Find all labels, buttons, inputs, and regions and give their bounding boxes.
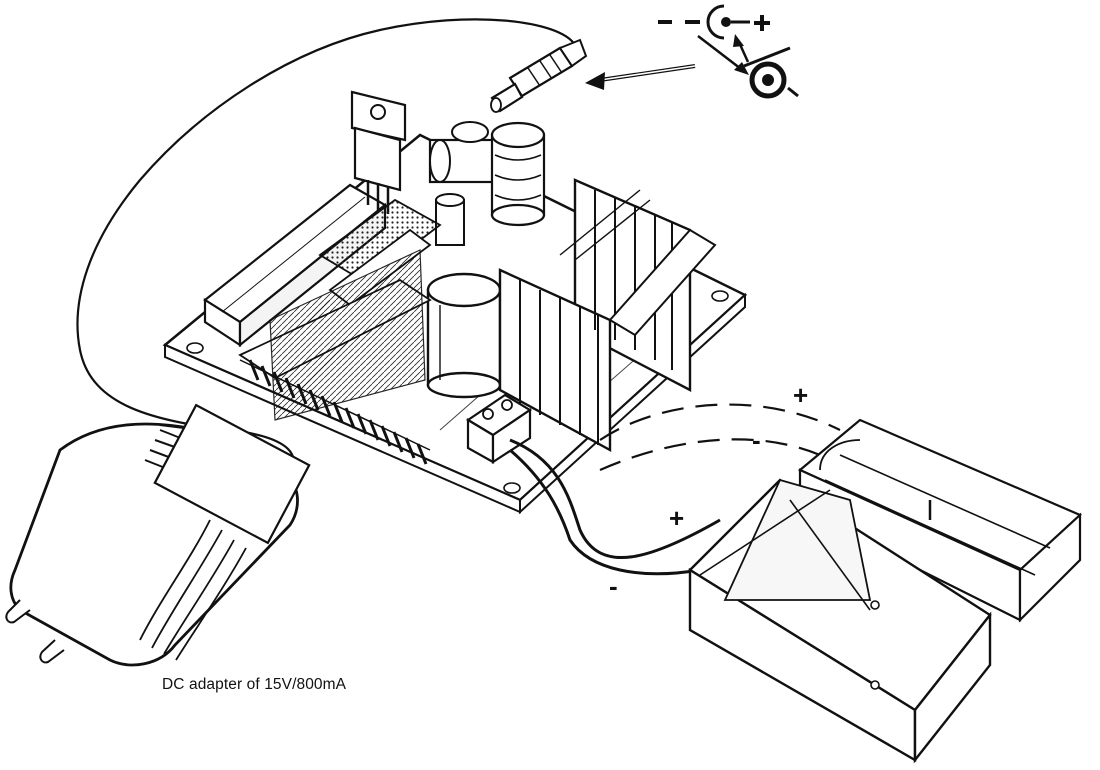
solid-lead-minus-label: - [609,571,618,601]
capacitor-small [435,193,465,246]
capacitor-top [490,121,546,227]
dashed-lead-minus-label: - [752,425,761,455]
screw-terminal [465,393,533,465]
polarity-symbol [658,4,799,99]
voltage-regulator [350,90,407,214]
dashed-lead-plus-label: + [793,380,809,410]
battery-solid-leads [509,438,721,576]
battery-holder [797,418,1082,623]
heatsink [498,178,717,453]
dc-plug [490,38,588,113]
capacitor-large [426,272,502,399]
plug-pointer-arrow [585,64,696,90]
adapter-caption: DC adapter of 15V/800mA [162,676,347,693]
wall-adapter [5,403,311,667]
battery-dashed-leads [599,403,841,472]
battery-box [688,478,992,764]
solid-lead-plus-label: + [669,503,685,533]
header-pins [238,249,432,465]
inductor-coil [428,121,502,184]
